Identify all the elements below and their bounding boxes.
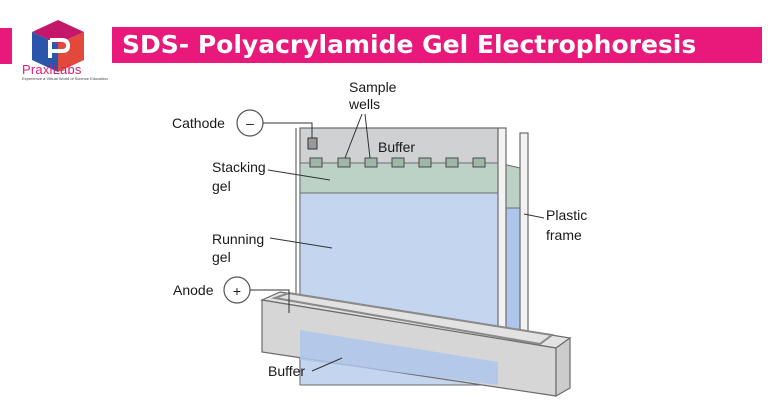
brand-wordmark: PraxiLabs — [22, 62, 82, 77]
brand-name-part2: Labs — [52, 62, 82, 77]
plastic-frame-label-line2: frame — [546, 227, 582, 243]
anode-wire — [250, 289, 290, 313]
plastic-frame-leader — [523, 213, 545, 219]
plastic-frame-label-line1: Plastic — [546, 207, 587, 223]
lower-buffer-tank — [259, 291, 572, 398]
page-title: SDS- Polyacrylamide Gel Electrophoresis — [112, 27, 762, 63]
cathode-electrode — [307, 137, 318, 150]
sample-wells-label-line2: wells — [348, 96, 380, 112]
buffer-bottom-leader — [311, 357, 343, 372]
buffer-top-label: Buffer — [378, 139, 415, 155]
left-accent-stripe — [0, 28, 12, 64]
anode-label: Anode — [173, 282, 214, 298]
brand-tagline: Experience a Virtual World of Science Ed… — [22, 76, 108, 81]
sample-wells-label-line1: Sample — [349, 79, 397, 95]
cathode-wire — [263, 122, 313, 138]
running-gel-leader — [269, 237, 333, 249]
cathode-symbol: – — [246, 115, 254, 131]
running-gel-label-line1: Running — [212, 231, 264, 247]
anode-symbol: + — [233, 283, 241, 299]
stacking-gel-leader — [267, 169, 331, 181]
stacking-gel-label-line2: gel — [212, 178, 231, 194]
praxilabs-logo-icon — [32, 20, 84, 72]
stacking-gel-region — [299, 162, 499, 194]
sample-wells-leaders — [344, 113, 371, 159]
brand-name-part1: Praxi — [22, 62, 53, 77]
cathode-label: Cathode — [172, 115, 225, 131]
sample-wells — [309, 157, 486, 168]
stacking-gel-label-line1: Stacking — [212, 159, 266, 175]
running-gel-label-line2: gel — [212, 249, 231, 265]
buffer-bottom-label: Buffer — [268, 363, 305, 379]
